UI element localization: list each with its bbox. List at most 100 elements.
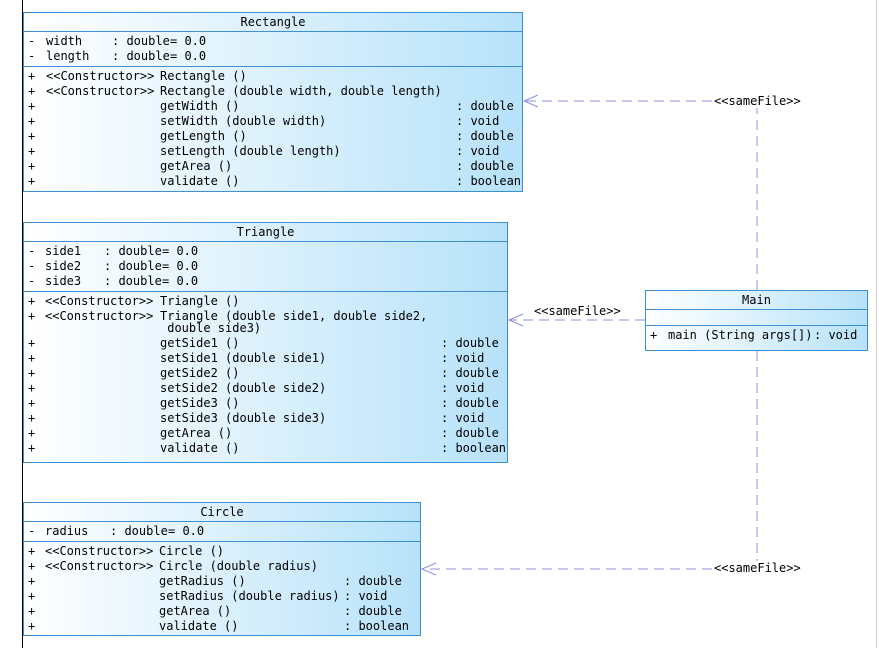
operation-signature: Circle (double radius) [159,559,318,573]
operation-row[interactable]: + <<Constructor>> Circle (double radius) [24,559,420,574]
attribute-row[interactable]: -length: double= 0.0 [24,49,522,64]
return-type: : void [814,328,858,342]
visibility-marker: + [28,174,36,188]
operation-signature: setWidth (double width) [160,114,327,128]
operation-signature: Triangle () [160,294,240,308]
return-type: : void [441,351,485,365]
attribute-initial-value: = 0.0 [170,34,207,48]
dependency-arrowhead-triangle [507,313,524,327]
operation-row[interactable]: +validate (): boolean [24,619,420,634]
operation-row[interactable]: + setSide1 (double side1) : void [24,351,507,366]
operation-signature: setSide1 (double side1) [160,351,327,365]
stereotype-label: <<Constructor>> [46,69,155,83]
attribute-type: : double [104,259,162,273]
operation-signature: getSide1 () [160,336,240,350]
operations-section: +main (String args[]): void [646,326,867,345]
operation-row[interactable]: +<<Constructor>>Triangle () [24,294,507,309]
attribute-row[interactable]: -side1: double= 0.0 [24,244,507,259]
stereotype-label: <<Constructor>> [45,544,154,558]
operation-row[interactable]: +setSide3 (double side3): void [24,411,507,426]
attribute-row[interactable]: -width: double= 0.0 [24,34,522,49]
operation-row[interactable]: +<<Constructor>>Triangle (double side1, … [24,309,507,336]
operation-row[interactable]: +getArea (): double [24,426,507,441]
operation-row[interactable]: +getSide3 (): double [24,396,507,411]
operation-signature: getWidth () [160,99,240,113]
attribute-type: : double [104,244,162,258]
attribute-name: side3 [45,274,82,288]
left-border-line [22,0,23,648]
dependency-label-triangle: <<sameFile>> [533,304,622,318]
attribute-name: length [46,49,90,63]
operation-row[interactable]: + getRadius () : double [24,574,420,589]
operation-row[interactable]: +getLength (): double [24,129,522,144]
attribute-row[interactable]: -radius: double= 0.0 [24,524,420,539]
return-type: : double [344,574,402,588]
class-triangle[interactable]: Triangle -side1: double= 0.0-side2: doub… [23,222,508,463]
operation-row[interactable]: +getArea (): double [24,604,420,619]
operation-row[interactable]: +main (String args[]): void [646,328,867,343]
stereotype-label: <<Constructor>> [46,84,155,98]
operation-row[interactable]: +getSide1 (): double [24,336,507,351]
attribute-type: : double [112,49,170,63]
class-main[interactable]: Main +main (String args[]): void [645,290,868,351]
operation-row[interactable]: +validate (): boolean [24,174,522,189]
class-circle[interactable]: Circle -radius: double= 0.0 +<<Construct… [23,502,421,636]
visibility-marker: + [28,574,36,588]
attribute-row[interactable]: -side2 : double= 0.0 [24,259,507,274]
operation-signature: validate () [160,174,240,188]
operation-row[interactable]: +getSide2 (): double [24,366,507,381]
visibility-marker: + [28,411,36,425]
operation-signature: Triangle (double side1, double side2, do… [160,309,428,335]
operation-signature: getLength () [160,129,247,143]
return-type: : double [344,604,402,618]
visibility-marker: + [28,351,36,365]
operation-row[interactable]: + <<Constructor>> Rectangle () [24,69,522,84]
attribute-initial-value: = 0.0 [162,259,199,273]
attribute-initial-value: = 0.0 [168,524,205,538]
operation-signature: setSide2 (double side2) [160,381,327,395]
operation-row[interactable]: +setWidth (double width): void [24,114,522,129]
return-type: : double [441,336,499,350]
attribute-type: : double [104,274,162,288]
operation-row[interactable]: +<<Constructor>>Circle () [24,544,420,559]
stereotype-label: <<Constructor>> [45,559,154,573]
operation-row[interactable]: + <<Constructor>> Rectangle (double width,… [24,84,522,99]
attribute-row[interactable]: -side3: double= 0.0 [24,274,507,289]
operation-row[interactable]: +getArea (): double [24,159,522,174]
visibility-marker: - [28,524,36,538]
visibility-marker: + [28,84,36,98]
visibility-marker: + [28,69,36,83]
operation-row[interactable]: +setLength (double length): void [24,144,522,159]
operation-signature: setRadius (double radius) [159,589,340,603]
return-type: : double [441,396,499,410]
attribute-name: side2 [45,259,82,273]
dependency-label-circle: <<sameFile>> [713,561,802,575]
visibility-marker: + [28,604,36,618]
attribute-initial-value: = 0.0 [162,244,199,258]
visibility-marker: - [28,259,36,273]
operation-signature: getArea () [160,159,233,173]
visibility-marker: + [28,381,36,395]
operation-signature: getArea () [160,426,233,440]
operation-row[interactable]: +validate (): boolean [24,441,507,456]
operation-signature: setLength (double length) [160,144,341,158]
operations-section: +<<Constructor>>Circle ()+<<Constructor>… [24,542,420,636]
operation-signature: Rectangle (double width, double length) [160,84,442,98]
visibility-marker: - [28,49,36,63]
return-type: : double [456,129,514,143]
operation-signature: getRadius () [159,574,246,588]
attribute-type: : double [110,524,168,538]
operation-row[interactable]: + setSide2 (double side2) : void [24,381,507,396]
operation-row[interactable]: +setRadius (double radius): void [24,589,420,604]
operation-row[interactable]: +getWidth (): double [24,99,522,114]
dependency-label-rectangle: <<sameFile>> [713,94,802,108]
attributes-section: -radius: double= 0.0 [24,522,420,542]
class-rectangle[interactable]: Rectangle -width: double= 0.0-length: do… [23,12,523,192]
visibility-marker: + [28,559,36,573]
right-border-line [876,0,877,648]
operation-signature: Rectangle () [160,69,247,83]
visibility-marker: + [28,366,36,380]
visibility-marker: + [28,544,36,558]
return-type: : void [441,381,485,395]
